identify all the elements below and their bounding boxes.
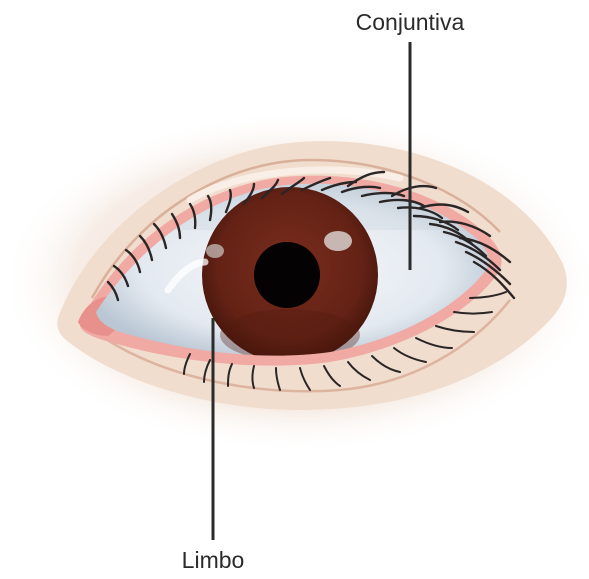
iris-highlight [324,231,352,251]
limbus-label: Limbo [182,547,245,573]
pupil [254,242,320,308]
conjunctiva-label: Conjuntiva [356,9,465,35]
